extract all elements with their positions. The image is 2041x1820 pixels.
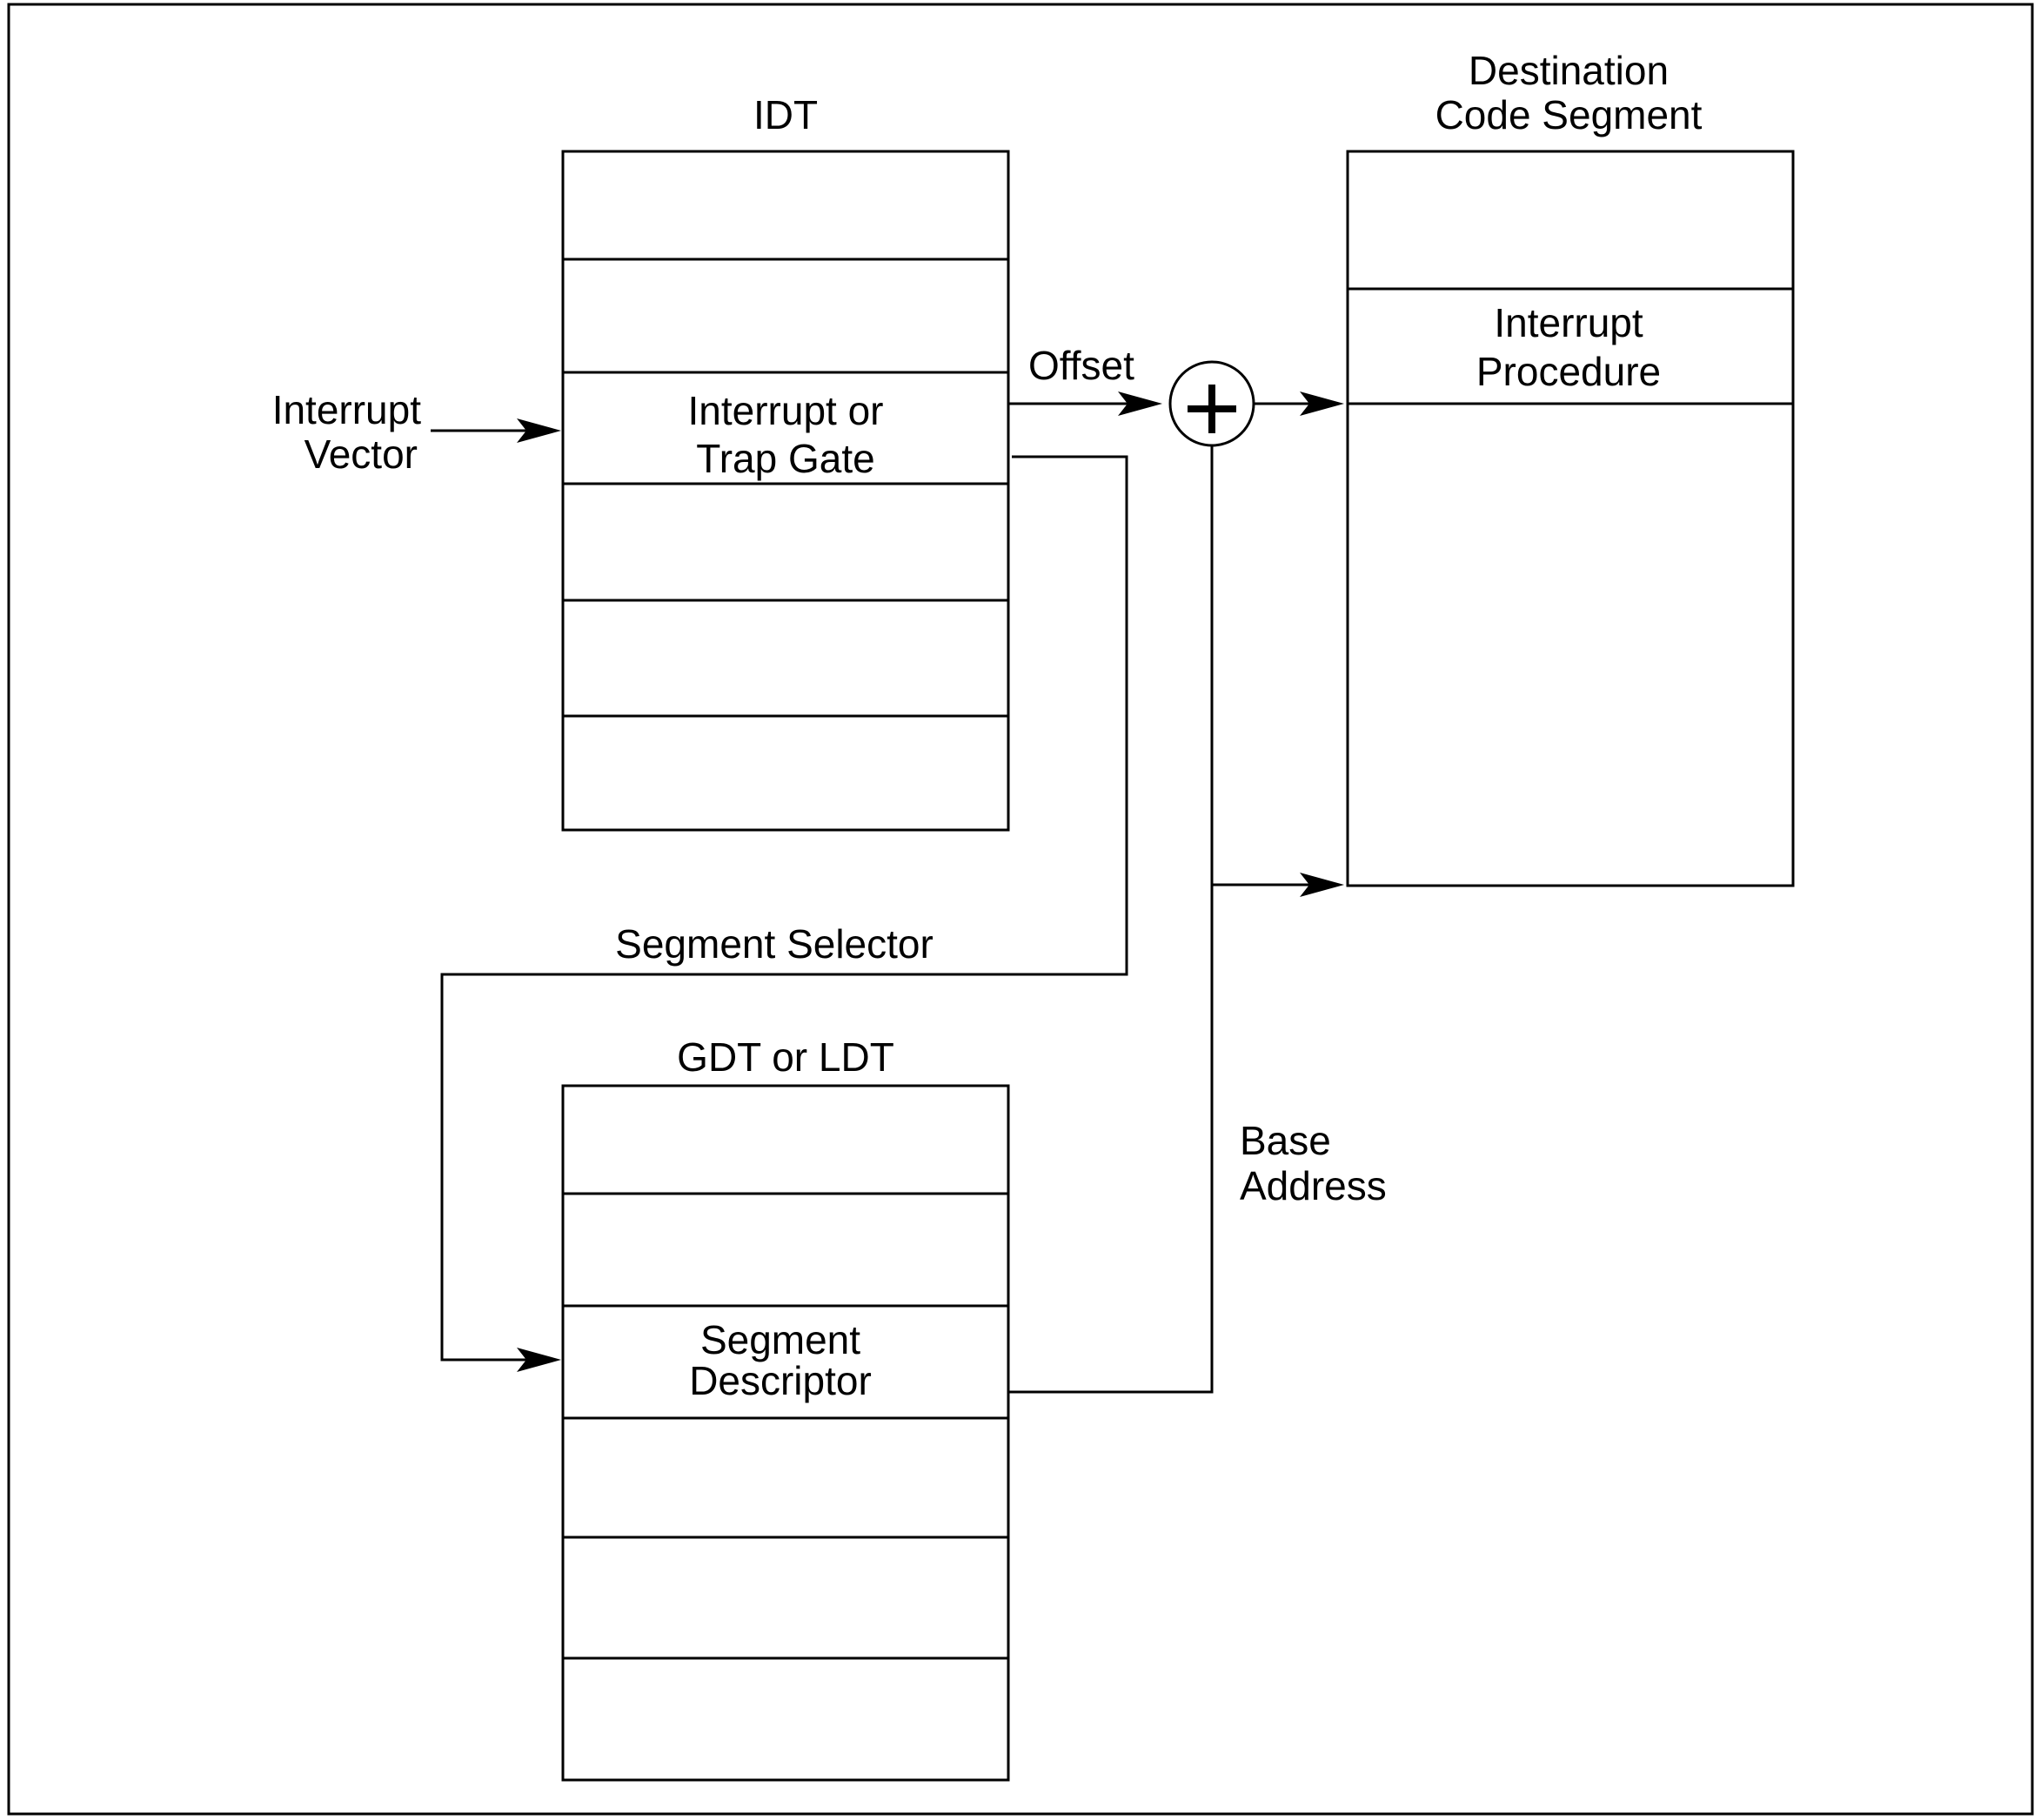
arrow-head — [517, 418, 561, 443]
segment-descriptor-label: Descriptor — [689, 1358, 872, 1403]
interrupt-vector-label: Interrupt — [272, 387, 422, 432]
arrow-head — [1118, 391, 1162, 416]
interrupt-procedure-label: Procedure — [1476, 349, 1661, 394]
interrupt-vector-label: Vector — [304, 432, 418, 477]
destination-title: Code Segment — [1435, 92, 1703, 137]
destination-title: Destination — [1469, 48, 1669, 93]
segment-selector-label: Segment Selector — [615, 921, 934, 967]
descriptor-table-box — [561, 1084, 1010, 1782]
destination-code-segment: Destination Code Segment Interrupt Proce… — [1346, 48, 1795, 887]
base-address-label: Address — [1240, 1163, 1387, 1208]
idt-table: IDT Interrupt or Trap Gate — [561, 92, 1010, 832]
arrow-head — [517, 1348, 561, 1372]
interrupt-procedure-label: Interrupt — [1494, 300, 1643, 345]
offset-label: Offset — [1028, 343, 1134, 388]
descriptor-table: GDT or LDT Segment Descriptor — [561, 1034, 1010, 1782]
descriptor-table-title: GDT or LDT — [677, 1034, 894, 1080]
adder-output-arrow — [1254, 391, 1344, 416]
interrupt-gate-label: Interrupt or — [688, 388, 884, 433]
offset-arrow: Offset — [1008, 343, 1162, 416]
arrow-head — [1300, 873, 1344, 897]
idt-box — [561, 150, 1010, 832]
interrupt-gate-label: Trap Gate — [696, 436, 874, 481]
diagram-frame — [7, 3, 2034, 1816]
segment-descriptor-label: Segment — [700, 1317, 860, 1362]
arrow-head — [1300, 391, 1344, 416]
idt-title: IDT — [753, 92, 818, 137]
adder — [1168, 360, 1255, 447]
interrupt-vector-arrow: Interrupt Vector — [272, 387, 561, 477]
base-address-label: Base — [1240, 1118, 1331, 1163]
destination-box — [1346, 150, 1795, 887]
segment-selector-path: Segment Selector — [440, 455, 1128, 1372]
base-address-path: Base Address — [1008, 445, 1387, 1394]
